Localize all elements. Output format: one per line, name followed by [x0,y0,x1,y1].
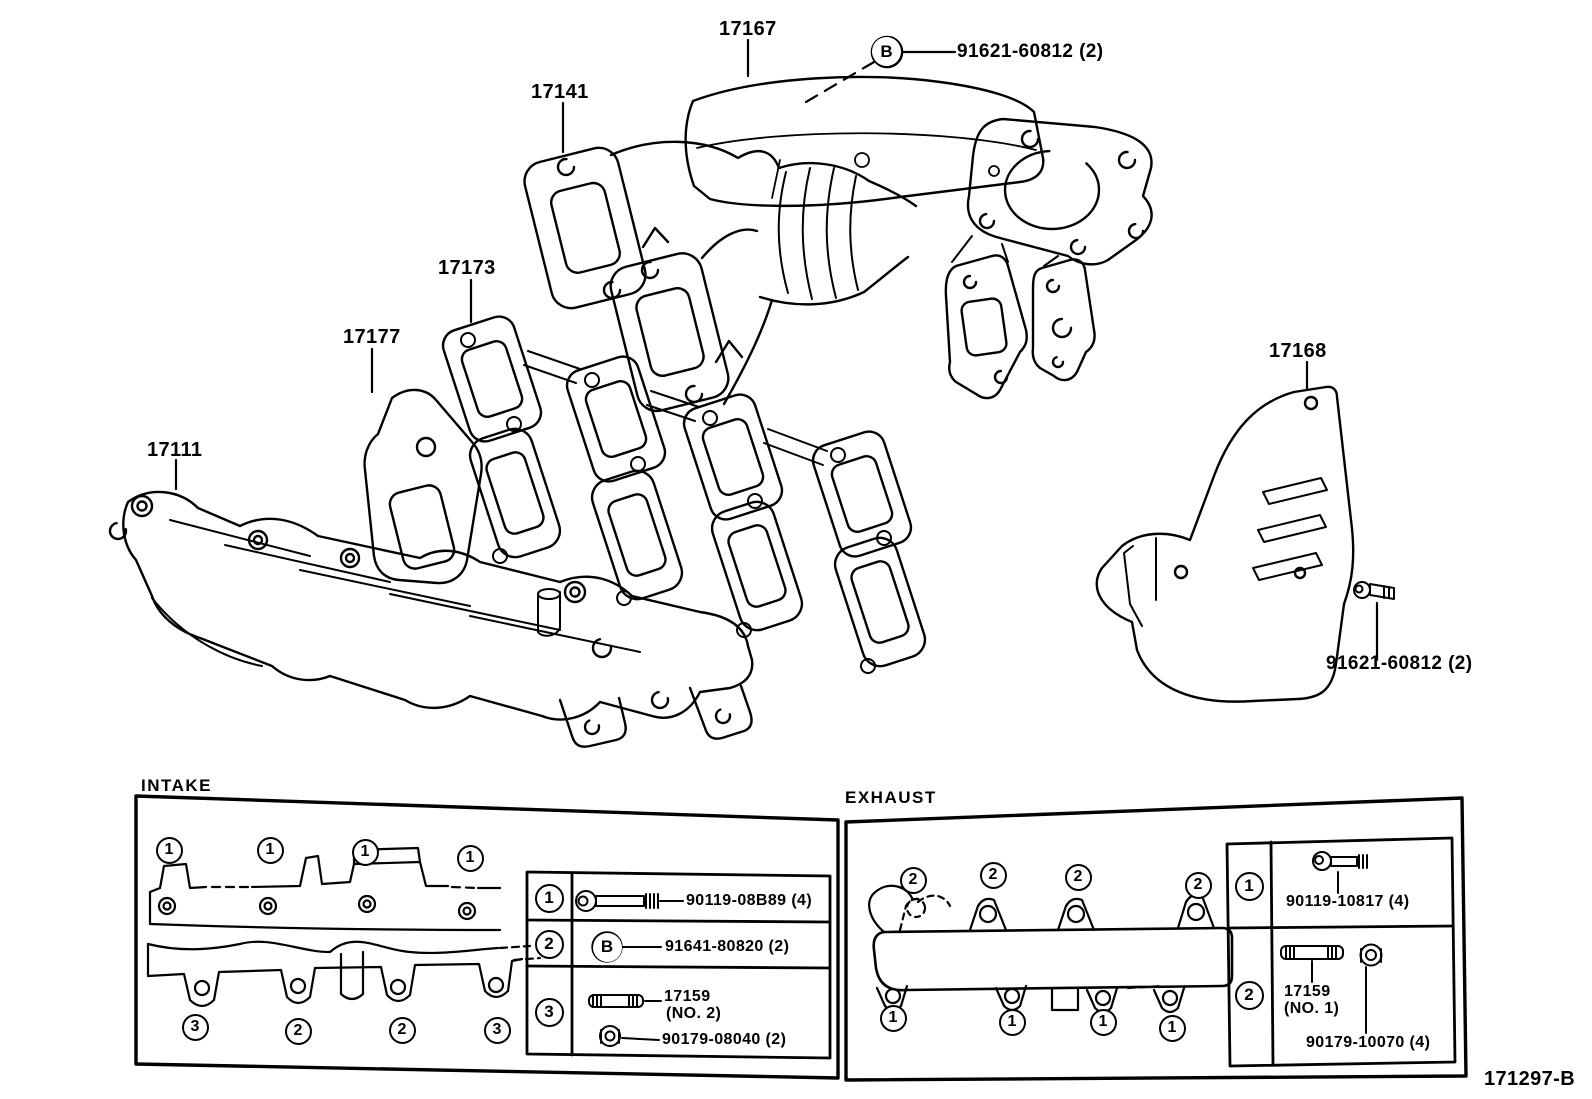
intake-marker-bottom-4: 3 [483,1016,511,1044]
part-label-17173: 17173 [438,257,496,279]
bolt-icon-exhaust [1312,851,1368,894]
part-label-bolt-right: 91621-60812 (2) [1326,653,1473,674]
exhaust-section-title: EXHAUST [845,788,937,807]
intake-marker-top-1: 1 [155,836,183,864]
exhaust-marker-bottom-2: 1 [998,1008,1026,1036]
heat-shield-drawing-17167 [684,75,1045,208]
exhaust-legend-stud-note: (NO. 1) [1284,1000,1340,1017]
leader-lines [174,38,1379,662]
intake-manifold-drawing-17111 [108,490,754,748]
stud-icon-exhaust [1280,945,1344,983]
exhaust-gasket-profile-drawing [868,884,1234,1014]
exhaust-marker-top-4: 2 [1184,871,1212,899]
circled-b-marker-top: B [872,37,901,66]
intake-marker-top-2: 1 [256,836,284,864]
manifold-gasket-drawing-17173 [441,315,927,674]
intake-marker-bottom-3: 2 [388,1016,416,1044]
exhaust-legend-num-2: 2 [1234,980,1264,1010]
exhaust-legend-table [1225,836,1457,1068]
intake-legend-num-3: 3 [534,997,564,1027]
intake-marker-top-4: 1 [456,844,484,872]
heat-shield-drawing-17168 [1095,385,1355,703]
nut-icon-intake [599,1025,660,1047]
intake-legend-num-1: 1 [534,883,564,913]
intake-legend-stud-part: 17159 [664,988,711,1005]
intake-marker-top-3: 1 [351,838,379,866]
part-label-17168: 17168 [1269,340,1327,362]
nut-icon-exhaust [1359,943,1383,1034]
exhaust-marker-bottom-1: 1 [879,1004,907,1032]
bolt-icon-17168 [1353,581,1395,600]
intake-section-box [134,794,840,1080]
bolt-icon-intake [575,890,684,912]
exhaust-legend-nut-part: 90179-10070 (4) [1306,1034,1431,1051]
intake-marker-bottom-2: 2 [284,1017,312,1045]
intake-legend-part-2: 91641-80820 (2) [665,938,790,955]
intake-legend-table [525,870,832,1060]
intake-legend-part-1: 90119-08B89 (4) [686,892,813,909]
stud-icon-intake [588,994,662,1008]
exhaust-manifold-drawing-17141 [523,117,1153,413]
figure-code: 171297-B [1484,1068,1576,1090]
exhaust-marker-bottom-4: 1 [1158,1014,1186,1042]
part-label-17141: 17141 [531,81,589,103]
intake-legend-stud-note: (NO. 2) [666,1005,722,1022]
exhaust-legend-part-1: 90119-10817 (4) [1286,893,1410,910]
exhaust-marker-bottom-3: 1 [1089,1008,1117,1036]
intake-section-title: INTAKE [141,776,213,795]
intake-gasket-profile-drawing [146,846,542,1008]
exhaust-marker-top-1: 2 [899,866,927,894]
intake-legend-num-2: 2 [534,929,564,959]
port-gasket-drawing-17177 [363,388,483,585]
intake-legend-nut-part: 90179-08040 (2) [662,1031,787,1048]
intake-marker-bottom-1: 3 [181,1013,209,1041]
exhaust-legend-num-1: 1 [1234,871,1264,901]
part-label-17111: 17111 [147,439,203,461]
exhaust-marker-top-2: 2 [979,861,1007,889]
circled-b-marker-legend: B [592,932,622,962]
part-label-17177: 17177 [343,326,401,348]
part-label-bolt-top: 91621-60812 (2) [957,41,1104,62]
part-label-17167: 17167 [719,18,777,40]
exhaust-section-box [844,796,1468,1082]
exhaust-legend-stud-part: 17159 [1284,983,1331,1000]
exhaust-marker-top-3: 2 [1064,863,1092,891]
